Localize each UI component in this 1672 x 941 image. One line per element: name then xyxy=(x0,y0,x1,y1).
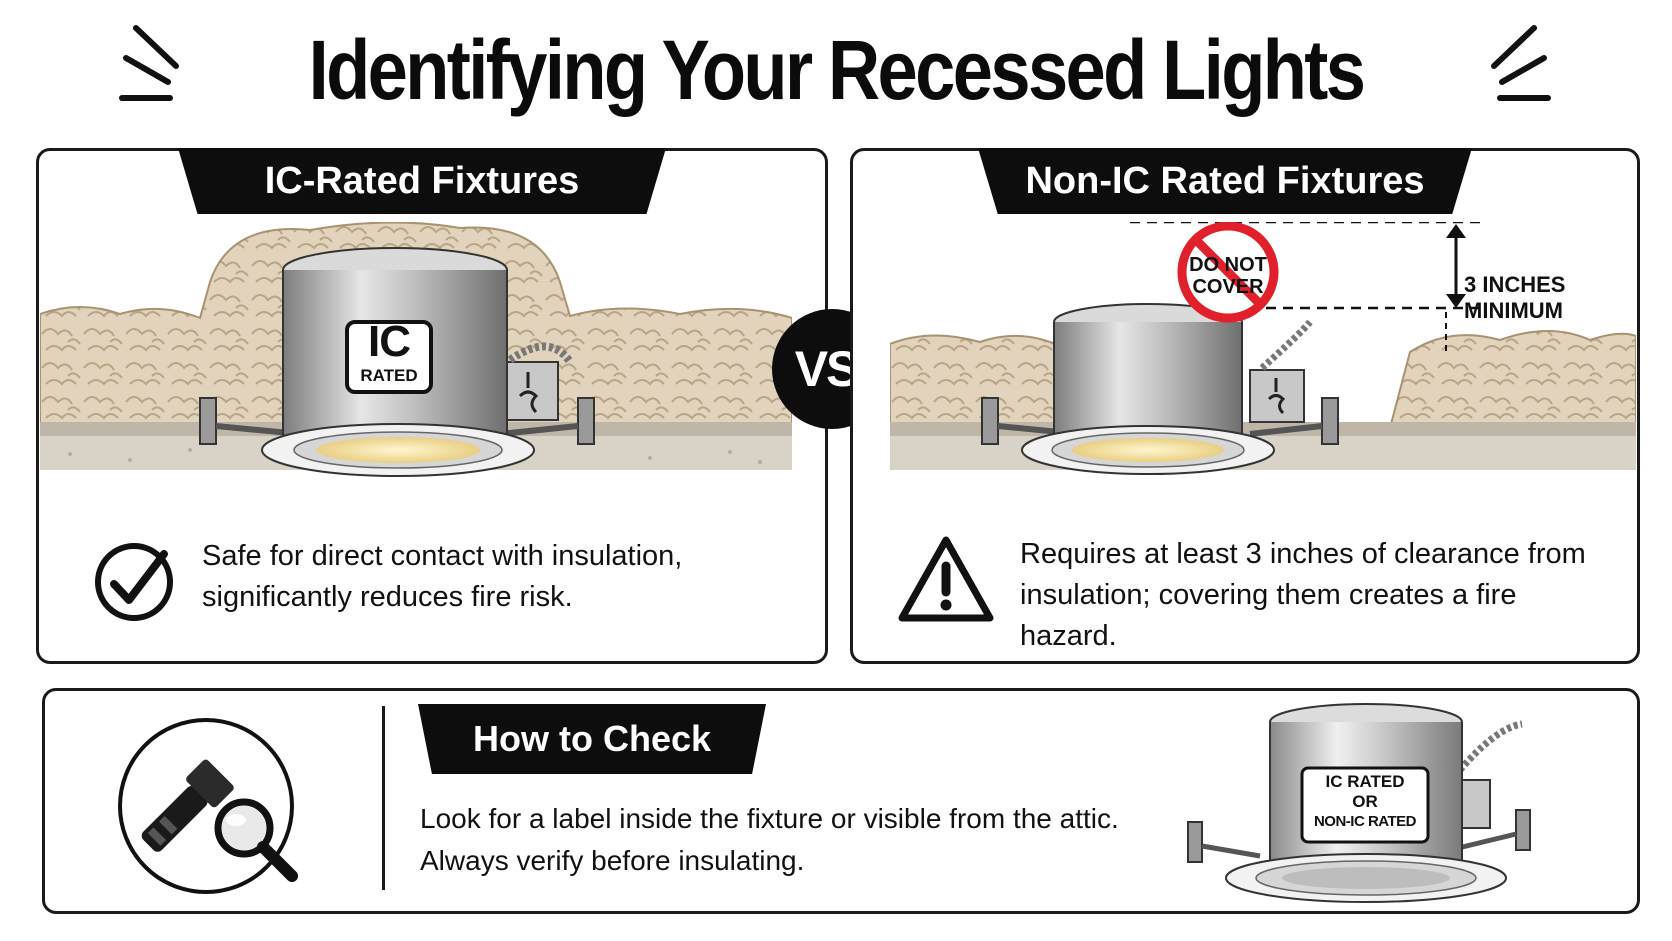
clearance-line-2: MINIMUM xyxy=(1464,298,1563,323)
non-ic-rated-description: Requires at least 3 inches of clearance … xyxy=(1020,538,1586,652)
fixture-label-line-2: OR xyxy=(1352,792,1378,811)
burst-left-icon xyxy=(119,25,179,101)
fixture-label-line-1: IC RATED xyxy=(1325,772,1405,791)
how-to-check-heading: How to Check xyxy=(418,704,766,774)
prohibit-line-2: COVER xyxy=(1192,276,1264,298)
non-ic-fixture-illustration xyxy=(890,222,1636,475)
how-to-check-divider xyxy=(382,706,385,890)
fixture-label-line-3: NON-IC RATED xyxy=(1313,813,1417,830)
prohibit-line-1: DO NOT xyxy=(1189,254,1267,276)
ic-badge-big: IC xyxy=(368,317,411,366)
flashlight-magnifier-icon xyxy=(118,718,298,894)
ic-badge-small: RATED xyxy=(360,366,418,385)
ic-rated-description: Safe for direct contact with insulation,… xyxy=(202,540,683,613)
labeled-fixture-illustration xyxy=(1187,703,1531,903)
check-circle-icon xyxy=(95,543,173,621)
how-to-check-description: Look for a label inside the fixture or v… xyxy=(420,803,1119,876)
clearance-line-1: 3 INCHES xyxy=(1464,272,1566,297)
non-ic-rated-heading: Non-IC Rated Fixtures xyxy=(978,148,1472,214)
warning-triangle-icon xyxy=(898,536,994,622)
page-title: Identifying Your Recessed Lights xyxy=(308,23,1366,117)
ic-fixture-illustration xyxy=(40,222,792,477)
ic-rated-heading: IC-Rated Fixtures xyxy=(178,148,666,214)
burst-right-icon xyxy=(1491,25,1551,101)
